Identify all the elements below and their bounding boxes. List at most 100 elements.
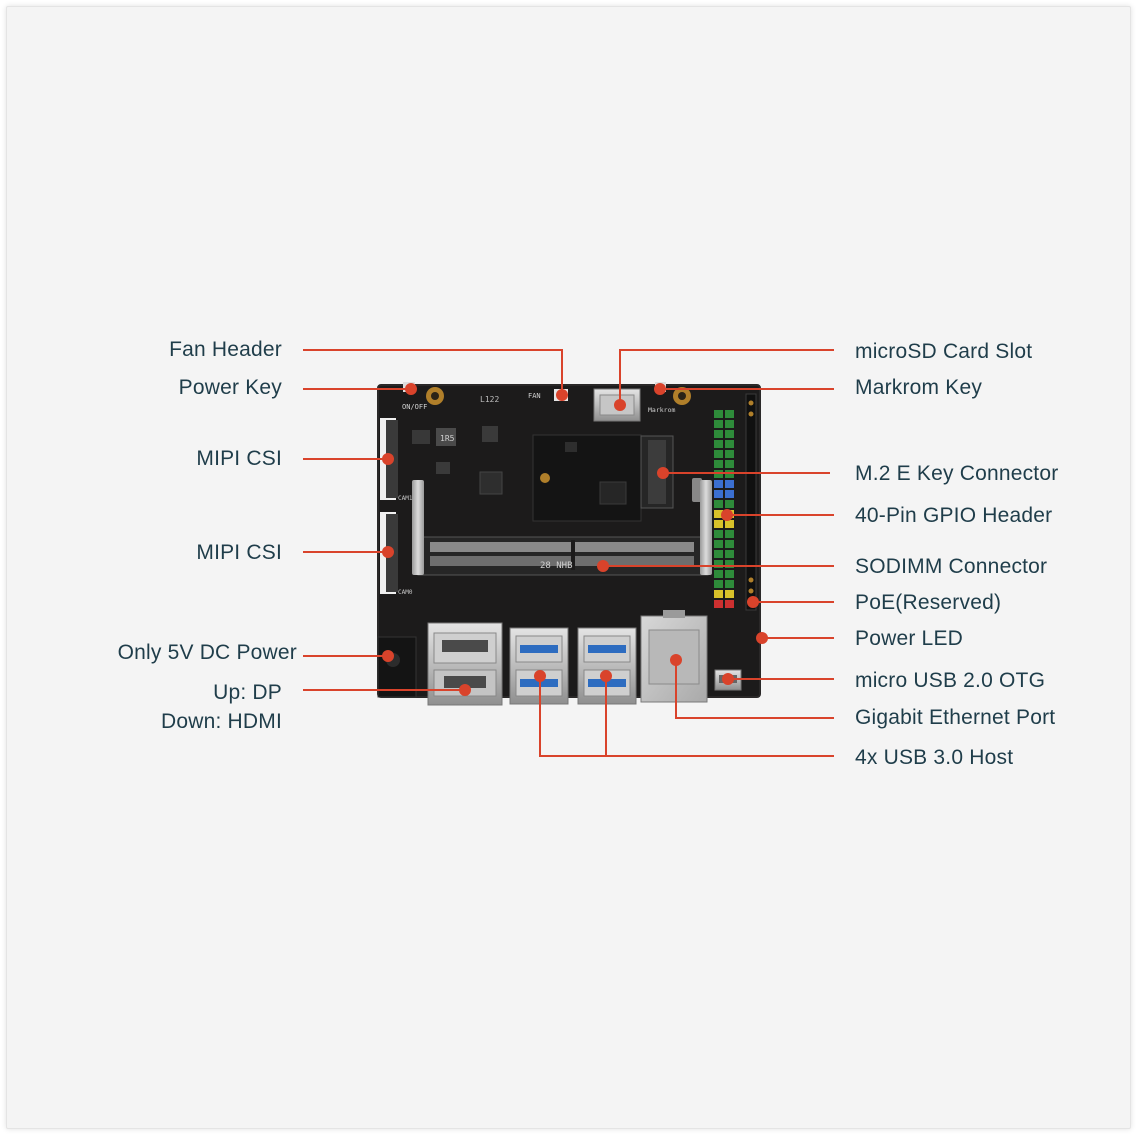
gpio-pin [714, 590, 723, 598]
label-dp-up: Up: DP [213, 681, 282, 704]
dc-power-jack [377, 636, 417, 698]
poe-pin [748, 588, 754, 594]
label-dc-power: Only 5V DC Power [117, 641, 297, 664]
callout-m2-e-key-dot [657, 467, 669, 479]
silk-inductor: 1R5 [440, 434, 455, 443]
callout-microsd-dot [614, 399, 626, 411]
label-m2-e-key: M.2 E Key Connector [855, 462, 1059, 485]
gpio-pin [725, 420, 734, 428]
label-gpio-header: 40-Pin GPIO Header [855, 504, 1053, 527]
label-sodimm: SODIMM Connector [855, 555, 1048, 578]
gpio-pin [725, 590, 734, 598]
callout-mipi-csi-2-dot [382, 546, 394, 558]
label-power-led: Power LED [855, 627, 964, 650]
gpio-pin [714, 560, 723, 568]
callout-sodimm-dot [597, 560, 609, 572]
silk-fan: FAN [528, 392, 541, 400]
sodimm-connector [412, 480, 712, 576]
gpio-pin [714, 490, 723, 498]
callout-fan-header [303, 349, 563, 395]
label-mipi-csi-2: MIPI CSI [196, 541, 282, 564]
gpio-pin [725, 440, 734, 448]
label-microsd: microSD Card Slot [855, 340, 1033, 363]
gpio-pin [714, 570, 723, 578]
mounting-hole [673, 387, 691, 405]
gpio-pin [714, 520, 723, 528]
callout-gpio-header-dot [721, 509, 733, 521]
gpio-pin [714, 410, 723, 418]
callout-usb3-branch-dot [600, 670, 612, 682]
callout-usb3 [539, 676, 834, 757]
silk-rev: L122 [480, 395, 499, 404]
gpio-pin [725, 540, 734, 548]
callout-micro-usb-dot [722, 673, 734, 685]
gpio-pin [725, 560, 734, 568]
label-micro-usb: micro USB 2.0 OTG [855, 669, 1046, 692]
gpio-pin [714, 530, 723, 538]
gpio-pin [714, 580, 723, 588]
gpio-pin [714, 460, 723, 468]
gpio-pin [725, 480, 734, 488]
silk-cam1: CAM1 [398, 495, 413, 502]
inductor [436, 428, 456, 446]
callout-fan-header-dot [556, 389, 568, 401]
callout-ethernet [675, 660, 834, 719]
gpio-pin [725, 450, 734, 458]
gpio-pin [725, 500, 734, 508]
label-ethernet: Gigabit Ethernet Port [855, 706, 1056, 729]
callout-lines [303, 349, 834, 757]
ic-chip [436, 462, 450, 474]
m2-module [532, 434, 642, 522]
silk-on-off: ON/OFF [402, 403, 427, 411]
silk-cam0: CAM0 [398, 589, 413, 596]
callout-dc-power-dot [382, 650, 394, 662]
poe-header [745, 393, 757, 611]
ic-chip [482, 426, 498, 442]
gpio-pin [725, 520, 734, 528]
callout-usb3-dot [534, 670, 546, 682]
gpio-pin [714, 540, 723, 548]
usb3-port-right [577, 627, 637, 705]
label-markrom-key: Markrom Key [855, 376, 983, 399]
gpio-pin [725, 580, 734, 588]
ic-chip [479, 471, 503, 495]
silk-sodimm: 28 NHB [540, 561, 573, 571]
gpio-pin [725, 570, 734, 578]
carrier-board: ON/OFF FAN Markrom L122 CAM1 CAM0 1R5 [377, 382, 761, 706]
label-mipi-csi-1: MIPI CSI [196, 447, 282, 470]
callout-markrom-key-dot [654, 383, 666, 395]
callout-power-led-dot [756, 632, 768, 644]
callout-power-key-dot [405, 383, 417, 395]
ic-chip [412, 430, 430, 444]
silk-markrom: Markrom [648, 406, 675, 414]
gpio-pin [725, 600, 734, 608]
gpio-pin [714, 500, 723, 508]
callout-poe-dot [747, 596, 759, 608]
callout-microsd [619, 349, 834, 405]
gpio-pin [725, 430, 734, 438]
gpio-pin [725, 550, 734, 558]
poe-pin [748, 577, 754, 583]
gpio-pin [725, 530, 734, 538]
label-poe: PoE(Reserved) [855, 591, 1002, 614]
poe-pin [748, 411, 754, 417]
gpio-pin [725, 490, 734, 498]
gpio-pin [714, 550, 723, 558]
label-fan-header: Fan Header [169, 338, 282, 361]
label-usb3: 4x USB 3.0 Host [855, 746, 1014, 769]
label-power-key: Power Key [178, 376, 282, 399]
gpio-pin [725, 460, 734, 468]
label-hdmi-down: Down: HDMI [160, 710, 282, 733]
callout-ethernet-dot [670, 654, 682, 666]
gpio-pin [725, 410, 734, 418]
gpio-pin [714, 420, 723, 428]
gpio-pin [714, 430, 723, 438]
gpio-pin [714, 510, 723, 518]
gpio-pin [714, 480, 723, 488]
gpio-pin [714, 450, 723, 458]
mounting-hole [426, 387, 444, 405]
callout-mipi-csi-1-dot [382, 453, 394, 465]
callout-dp-hdmi-dot [459, 684, 471, 696]
gpio-pin [714, 600, 723, 608]
